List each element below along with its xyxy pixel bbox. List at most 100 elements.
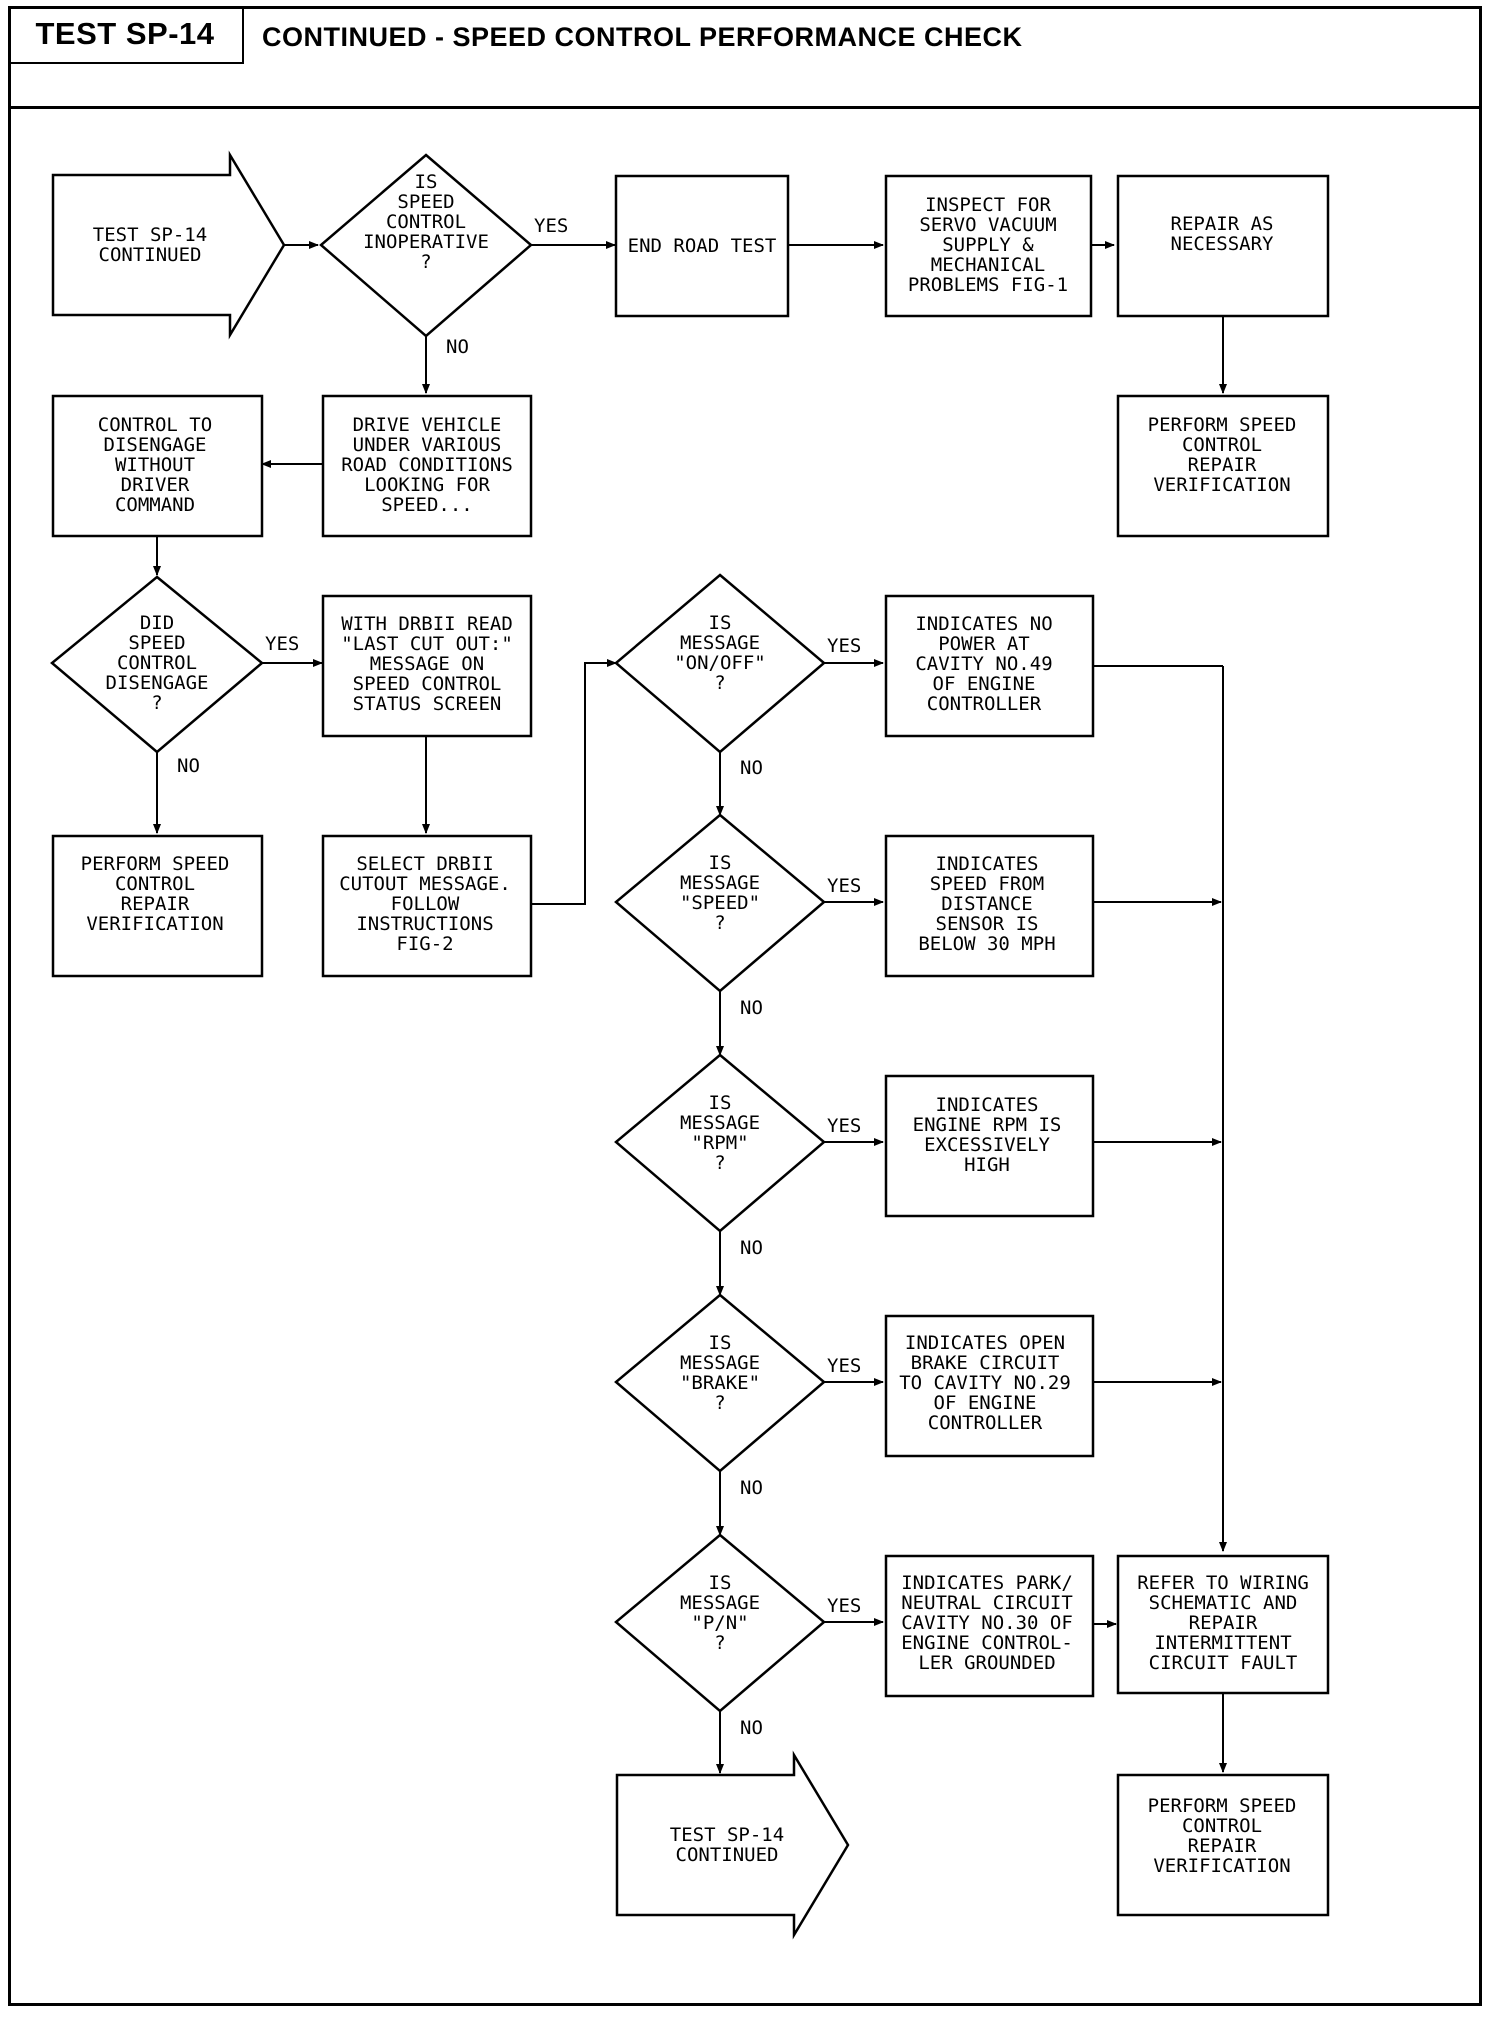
node-text-line: CONTROL — [1182, 1815, 1262, 1837]
node-text-line: MESSAGE — [680, 1592, 760, 1614]
node-text-line: TO CAVITY NO.29 — [899, 1372, 1071, 1394]
node-text-line: REPAIR AS — [1171, 213, 1274, 235]
node-text-line: SPEED — [397, 191, 454, 213]
label-pn-no: NO — [740, 1717, 763, 1739]
decision-did-disengage — [50, 575, 264, 754]
node-text-line: CONTROL — [117, 652, 197, 674]
node-text-line: REPAIR — [1188, 1835, 1257, 1857]
label-brake-no: NO — [740, 1477, 763, 1499]
node-text-line: CUTOUT MESSAGE. — [339, 873, 511, 895]
indicates-speed-box — [884, 834, 1095, 978]
node-text-line: DISENGAGE — [106, 672, 209, 694]
node-text-line: ? — [714, 912, 725, 934]
node-text-line: CONTROLLER — [928, 1412, 1043, 1434]
node-text-line: PERFORM SPEED — [1148, 414, 1297, 436]
node-text-line: MESSAGE — [680, 1112, 760, 1134]
node-text-line: CONTROL — [386, 211, 466, 233]
node-text-line: "SPEED" — [680, 892, 760, 914]
decision-speed — [614, 813, 826, 993]
node-text-line: MESSAGE ON — [370, 653, 484, 675]
start-arrow-shape — [51, 150, 286, 340]
node-text-line: SUPPLY & — [942, 234, 1034, 256]
node-text-line: SENSOR IS — [936, 913, 1039, 935]
test-id-label: TEST SP-14 — [8, 6, 244, 64]
node-text-line: SPEED CONTROL — [353, 673, 502, 695]
page-frame — [8, 6, 1482, 2006]
label-speed-yes: YES — [827, 875, 861, 897]
node-text-line: REPAIR — [1188, 454, 1257, 476]
node-text-line: ENGINE RPM IS — [913, 1114, 1062, 1136]
node-text-line: WITHOUT — [115, 454, 195, 476]
node-text-line: ? — [714, 1392, 725, 1414]
indicates-rpm-box — [884, 1074, 1095, 1218]
node-text-line: BELOW 30 MPH — [918, 933, 1055, 955]
node-text-line: IS — [709, 1572, 732, 1594]
perform-verification-box-3 — [1116, 1773, 1330, 1917]
node-text-line: OF ENGINE — [933, 673, 1036, 695]
label-speed-no: NO — [740, 997, 763, 1019]
node-text-line: INSPECT FOR — [925, 194, 1051, 216]
node-text-line: DID — [140, 612, 174, 634]
label-onoff-yes: YES — [827, 635, 861, 657]
perform-verification-box-1 — [1116, 394, 1330, 538]
node-text-line: DRIVE VEHICLE — [353, 414, 502, 436]
end-continued-arrow-shape — [615, 1750, 850, 1940]
indicates-brake-box — [884, 1314, 1095, 1458]
node-text-line: INTERMITTENT — [1154, 1632, 1291, 1654]
drive-vehicle-box — [321, 394, 533, 538]
node-text-line: SELECT DRBII — [356, 853, 493, 875]
end-road-test-box — [614, 174, 790, 318]
node-text-line: MESSAGE — [680, 1352, 760, 1374]
node-text-line: PERFORM SPEED — [81, 853, 230, 875]
indicates-no-power-box — [884, 594, 1095, 738]
decision-inoperative — [319, 153, 533, 338]
node-text-line: NECESSARY — [1171, 233, 1275, 255]
node-text-line: DRIVER — [121, 474, 190, 496]
perform-verification-box-2 — [51, 834, 264, 978]
node-text-line: REPAIR — [121, 893, 190, 915]
node-text-line: FIG-2 — [396, 933, 453, 955]
control-disengage-box — [51, 394, 264, 538]
node-text-line: "LAST CUT OUT:" — [341, 633, 513, 655]
node-text-line: TEST SP-14 — [93, 224, 207, 246]
node-text-line: IS — [709, 1092, 732, 1114]
decision-brake — [614, 1293, 826, 1473]
node-text-line: CIRCUIT FAULT — [1149, 1652, 1298, 1674]
indicates-pn-box — [884, 1554, 1095, 1698]
decision-rpm — [614, 1053, 826, 1233]
node-text-line: IS — [709, 612, 732, 634]
node-text-line: REFER TO WIRING — [1137, 1572, 1309, 1594]
node-text-line: ? — [151, 692, 162, 714]
label-did-no: NO — [177, 755, 200, 777]
label-did-yes: YES — [265, 633, 299, 655]
with-drb-text: WITH DRBII READ"LAST CUT OUT:"MESSAGE ON… — [341, 613, 513, 715]
node-text-line: CONTROL — [115, 873, 195, 895]
repair-necessary-box — [1116, 174, 1330, 318]
node-text-line: SPEED — [128, 632, 185, 654]
node-text-line: VERIFICATION — [1153, 1855, 1290, 1877]
node-text-line: IS — [709, 1332, 732, 1354]
node-text-line: CAVITY NO.49 — [915, 653, 1052, 675]
node-text-line: CONTROL TO — [98, 414, 212, 436]
node-text-line: SERVO VACUUM — [919, 214, 1056, 236]
node-text-line: "ON/OFF" — [674, 652, 766, 674]
node-text-line: INDICATES PARK/ — [901, 1572, 1073, 1594]
header-divider — [8, 106, 1482, 109]
node-text-line: BRAKE CIRCUIT — [911, 1352, 1060, 1374]
node-text-line: DISTANCE — [941, 893, 1033, 915]
